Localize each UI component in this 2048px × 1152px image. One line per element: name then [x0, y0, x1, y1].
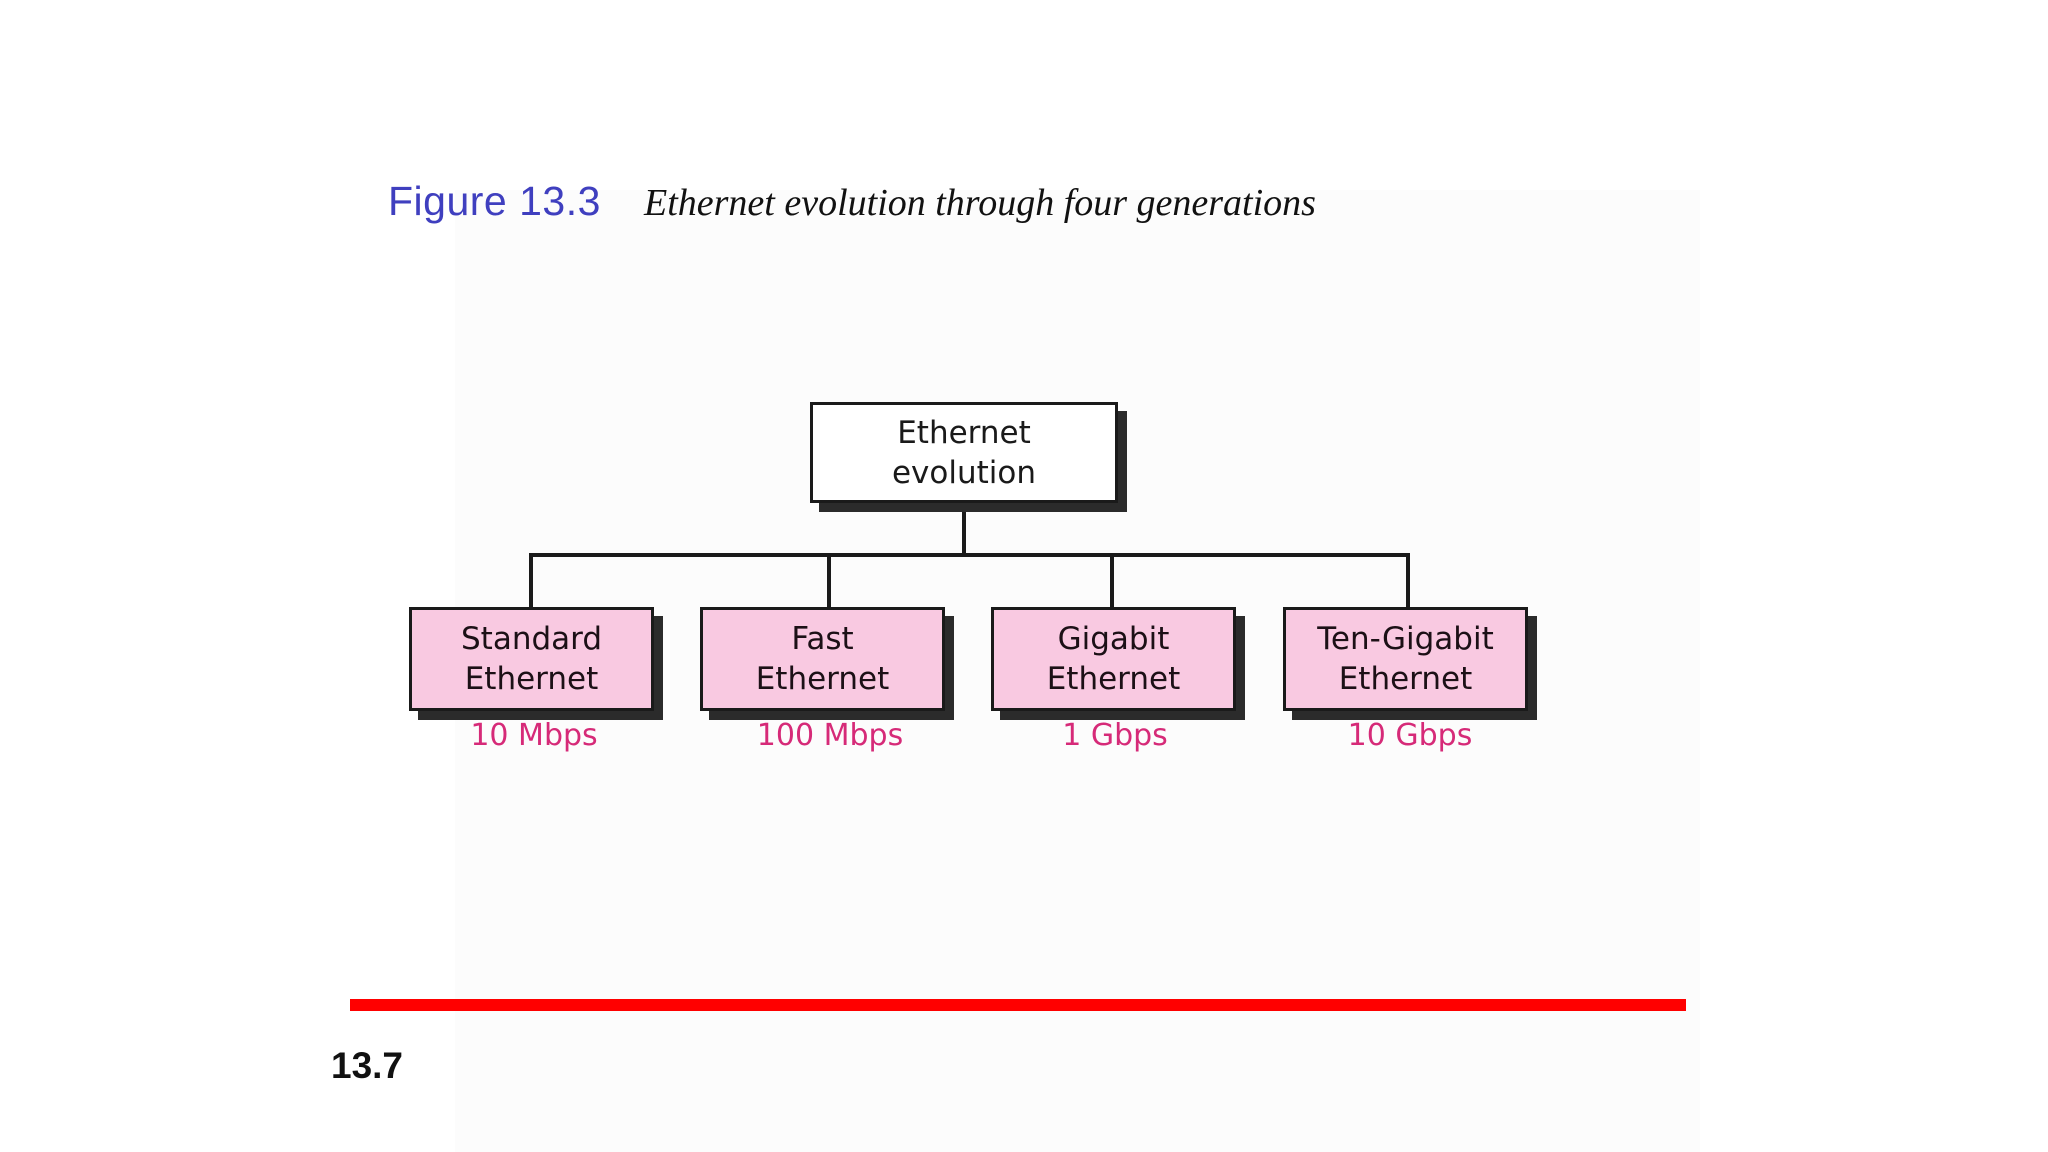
horizontal-connector: [529, 553, 1410, 557]
node-label-line2: Ethernet: [755, 661, 890, 697]
speed-label-standard: 10 Mbps: [470, 718, 598, 753]
node-label-line2: Ethernet: [464, 661, 599, 697]
node-gigabit-ethernet: Gigabit Ethernet: [991, 607, 1236, 711]
speed-label-gigabit: 1 Gbps: [1062, 718, 1168, 753]
node-label-line2: Ethernet: [1046, 661, 1181, 697]
connector-ten-gigabit: [1406, 553, 1410, 609]
root-node-line2: evolution: [891, 454, 1037, 491]
figure-number: Figure 13.3: [388, 178, 601, 224]
root-node-ethernet-evolution: Ethernet evolution: [810, 402, 1118, 503]
node-label-line1: Ten-Gigabit: [1317, 621, 1494, 657]
root-connector-vertical: [962, 506, 966, 557]
root-node-line1: Ethernet: [897, 414, 1031, 451]
connector-fast: [827, 553, 831, 609]
divider-bar: [350, 999, 1686, 1011]
speed-label-ten-gigabit: 10 Gbps: [1347, 718, 1473, 753]
node-label-line2: Ethernet: [1338, 661, 1473, 697]
node-standard-ethernet: Standard Ethernet: [409, 607, 654, 711]
node-label-line1: Gigabit: [1057, 621, 1170, 657]
figure-title: Ethernet evolution through four generati…: [644, 182, 1316, 224]
page-number: 13.7: [331, 1045, 404, 1086]
node-ten-gigabit-ethernet: Ten-Gigabit Ethernet: [1283, 607, 1528, 711]
speed-label-fast: 100 Mbps: [756, 718, 904, 753]
connector-gigabit: [1110, 553, 1114, 609]
node-fast-ethernet: Fast Ethernet: [700, 607, 945, 711]
node-label-line1: Standard: [460, 621, 603, 657]
node-label-line1: Fast: [791, 621, 854, 657]
figure-caption: Figure 13.3 Ethernet evolution through f…: [388, 178, 1316, 225]
connector-standard: [529, 553, 533, 609]
